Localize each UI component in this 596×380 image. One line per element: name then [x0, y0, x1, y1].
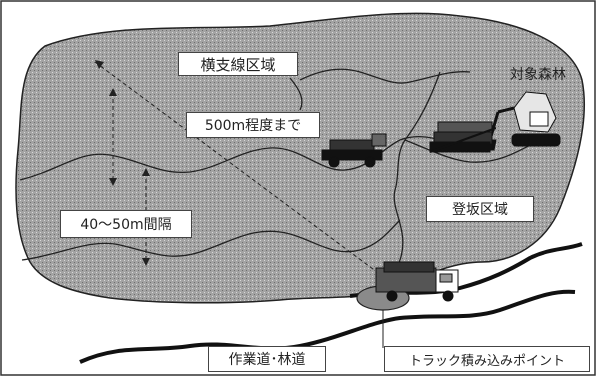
- forest-road-front: [79, 289, 576, 364]
- label-spur-road-zone: 横支線区域: [178, 52, 298, 76]
- forwarder-icon: [321, 133, 387, 168]
- log-pile-icon: [429, 121, 497, 153]
- label-work-road: 作業道･林道: [208, 346, 326, 372]
- label-interval: 40～50m間隔: [60, 210, 192, 238]
- truck-icon: [375, 261, 459, 302]
- spur-line-2: [21, 219, 401, 261]
- distance-arrow: [94, 61, 386, 279]
- ridge-line-top: [289, 77, 303, 111]
- forest-area: [15, 12, 586, 304]
- label-distance: 500m程度まで: [186, 112, 320, 138]
- main-line-branch: [404, 139, 541, 163]
- label-truck-loading-point: トラック積み込みポイント: [384, 346, 590, 372]
- spur-line-3: [299, 68, 471, 84]
- label-climbing-zone: 登坂区域: [426, 196, 534, 222]
- spur-line-1: [19, 136, 461, 181]
- label-target-forest: 対象森林: [510, 67, 566, 83]
